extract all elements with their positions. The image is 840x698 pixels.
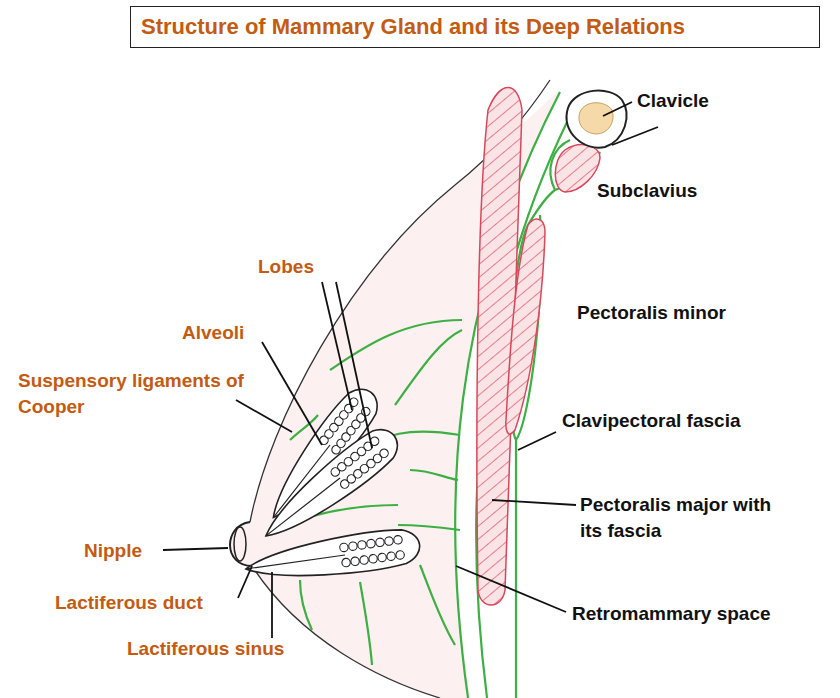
diagram-title: Structure of Mammary Gland and its Deep …: [130, 6, 820, 48]
fascia-label: Clavipectoral fascia: [562, 408, 792, 434]
muscle-label: Pectoralis minor: [577, 300, 777, 326]
lobes-label: Lobes: [258, 254, 338, 280]
clavicle-label: Clavicle: [637, 88, 757, 114]
duct-label: Lactiferous duct: [55, 590, 245, 616]
sinus-label: Lactiferous sinus: [127, 636, 327, 662]
subclavius-label: Subclavius: [597, 178, 747, 204]
alveoli-label: Alveoli: [182, 320, 272, 346]
muscle-label: Pectoralis major with its fascia: [580, 492, 795, 543]
space-label: Retromammary space: [572, 601, 827, 627]
nipple-label: Nipple: [84, 538, 164, 564]
ligament-label: Suspensory ligaments of Cooper: [18, 368, 258, 419]
